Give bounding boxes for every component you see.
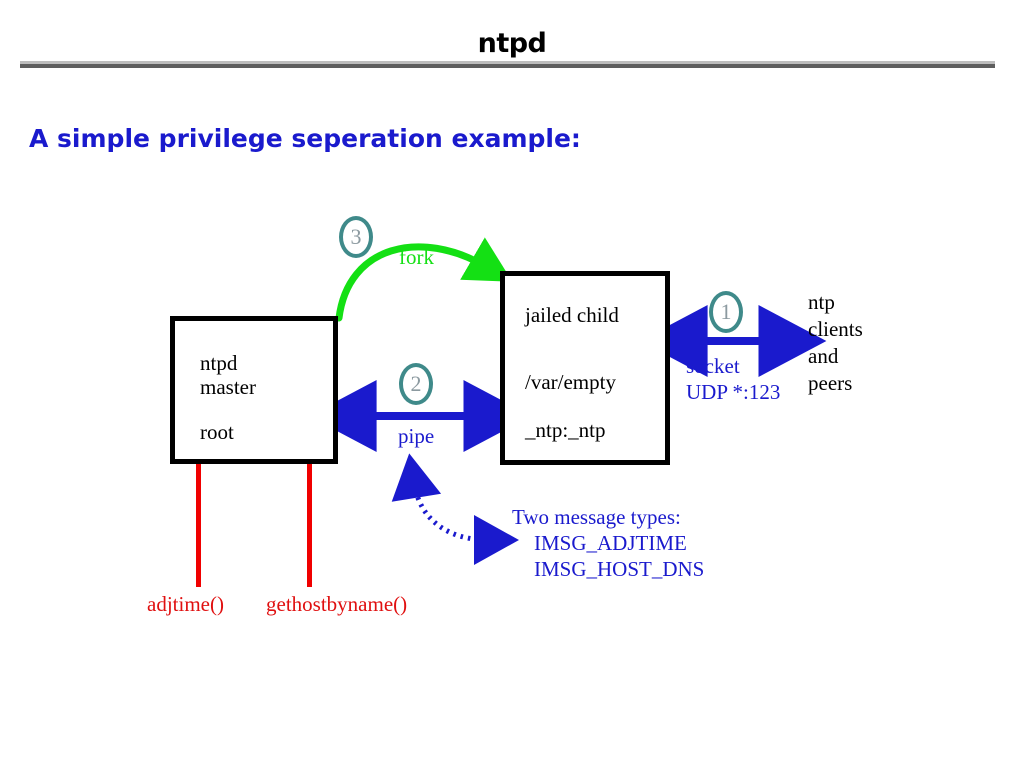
gethostbyname-stem (307, 464, 312, 587)
ntpd-master-box: ntpd master root (170, 316, 338, 464)
step-marker-2: 2 (399, 363, 433, 405)
socket-label-line2: UDP *:123 (686, 380, 781, 404)
step-marker-1: 1 (709, 291, 743, 333)
clients-line-3: and (808, 344, 839, 368)
adjtime-stem (196, 464, 201, 587)
message-type-imsg-adjtime: IMSG_ADJTIME (534, 531, 687, 555)
jailed-child-box: jailed child /var/empty _ntp:_ntp (500, 271, 670, 465)
master-process-user: root (200, 420, 234, 444)
child-process-user: _ntp:_ntp (525, 418, 606, 442)
ntp-clients-peers-label: ntp clients and peers (808, 289, 863, 397)
fork-label: fork (399, 245, 434, 269)
step-marker-3: 3 (339, 216, 373, 258)
title-rule-highlight (20, 61, 995, 64)
slide-subtitle: A simple privilege seperation example: (29, 124, 581, 153)
page-title: ntpd (477, 28, 547, 59)
message-type-imsg-host-dns: IMSG_HOST_DNS (534, 557, 705, 581)
adjtime-label: adjtime() (147, 592, 224, 616)
clients-line-1: ntp (808, 290, 835, 314)
child-chroot-path: /var/empty (525, 370, 616, 394)
clients-line-4: peers (808, 371, 853, 395)
pipe-label: pipe (398, 424, 435, 448)
message-types-heading: Two message types: (512, 505, 681, 529)
master-process-role: master (200, 375, 256, 399)
message-types-block: Two message types: IMSG_ADJTIME IMSG_HOS… (512, 504, 704, 582)
message-types-callout-arrow (391, 453, 519, 565)
master-process-name: ntpd (200, 351, 238, 375)
title-rule (20, 64, 995, 68)
child-process-name: jailed child (525, 303, 619, 327)
socket-label-line1: socket (686, 354, 740, 378)
clients-line-2: clients (808, 317, 863, 341)
gethostbyname-label: gethostbyname() (266, 592, 408, 616)
